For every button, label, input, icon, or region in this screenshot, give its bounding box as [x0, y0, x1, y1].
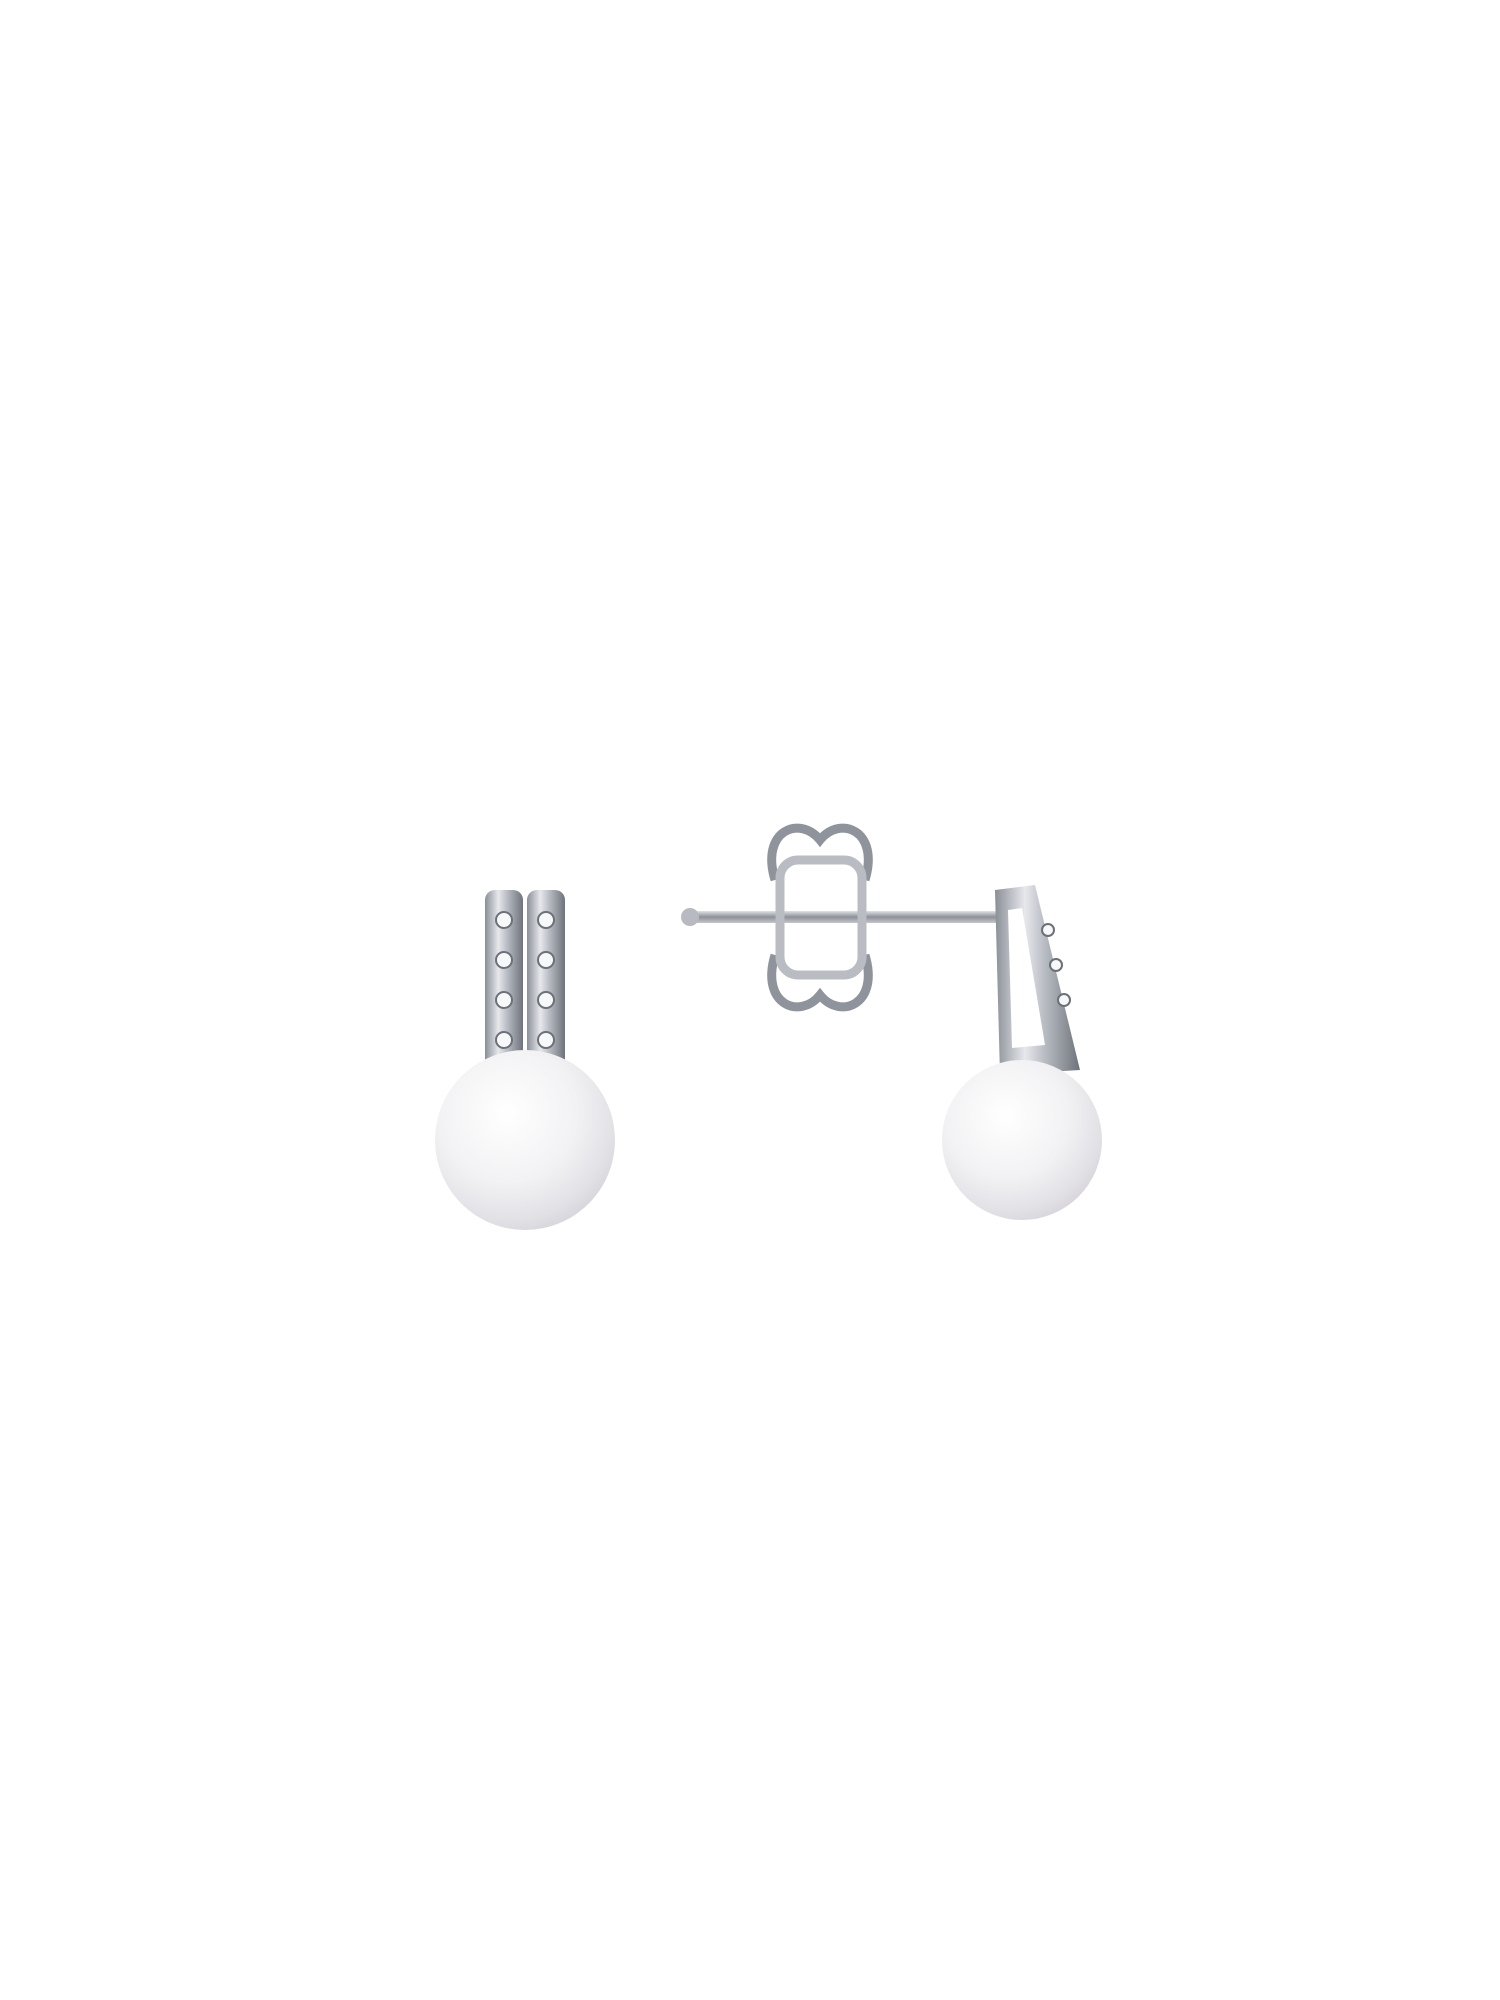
right-earring-pearl [942, 1060, 1102, 1220]
right-earring-bail-opening [1008, 908, 1045, 1048]
left-earring-pearl [435, 1050, 615, 1230]
left-earring [435, 890, 615, 1230]
right-earring-diamonds [1041, 923, 1071, 1007]
right-earring-post [688, 911, 1008, 923]
left-earring-diamonds [495, 911, 555, 1049]
right-earring [681, 823, 1102, 1220]
left-earring-bail-right [527, 890, 565, 1080]
right-earring-post-tip [681, 908, 699, 926]
right-earring-butterfly-back [767, 823, 873, 1012]
left-earring-bail-left [485, 890, 523, 1080]
